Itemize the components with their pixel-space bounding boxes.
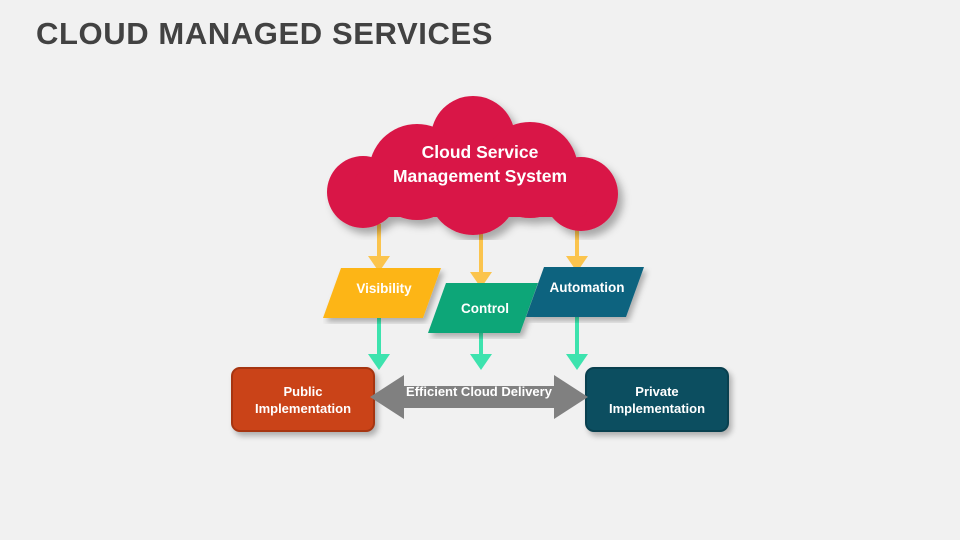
cloud-service-management-node[interactable]: Cloud Service Management System	[325, 90, 635, 240]
layer-control[interactable]: Control	[428, 283, 538, 333]
private-implementation-line2: Implementation	[608, 400, 706, 416]
public-implementation-line2: Implementation	[254, 400, 352, 416]
page-title: CLOUD MANAGED SERVICES	[36, 16, 494, 51]
control-parallelogram-shape	[428, 283, 538, 333]
public-implementation-line1: Public	[283, 383, 323, 399]
cloud-shape-icon	[327, 96, 618, 235]
layer-automation[interactable]: Automation	[526, 267, 644, 317]
private-implementation-box[interactable]: Private Implementation	[585, 367, 729, 432]
layer-visibility[interactable]: Visibility	[323, 268, 441, 318]
public-implementation-box[interactable]: Public Implementation	[231, 367, 375, 432]
private-implementation-line1: Private	[635, 383, 679, 399]
efficient-cloud-delivery-arrow[interactable]	[370, 373, 588, 421]
connector-automation-to-implementation	[566, 310, 588, 370]
visibility-parallelogram-shape	[323, 268, 441, 318]
private-implementation-label: Private Implementation	[609, 383, 705, 417]
control-label: Control	[461, 300, 509, 316]
public-implementation-label: Public Implementation	[255, 383, 351, 417]
automation-parallelogram-shape	[526, 267, 644, 317]
automation-label: Automation	[549, 279, 625, 295]
visibility-label: Visibility	[356, 280, 412, 296]
connector-cloud-to-visibility	[368, 224, 390, 272]
